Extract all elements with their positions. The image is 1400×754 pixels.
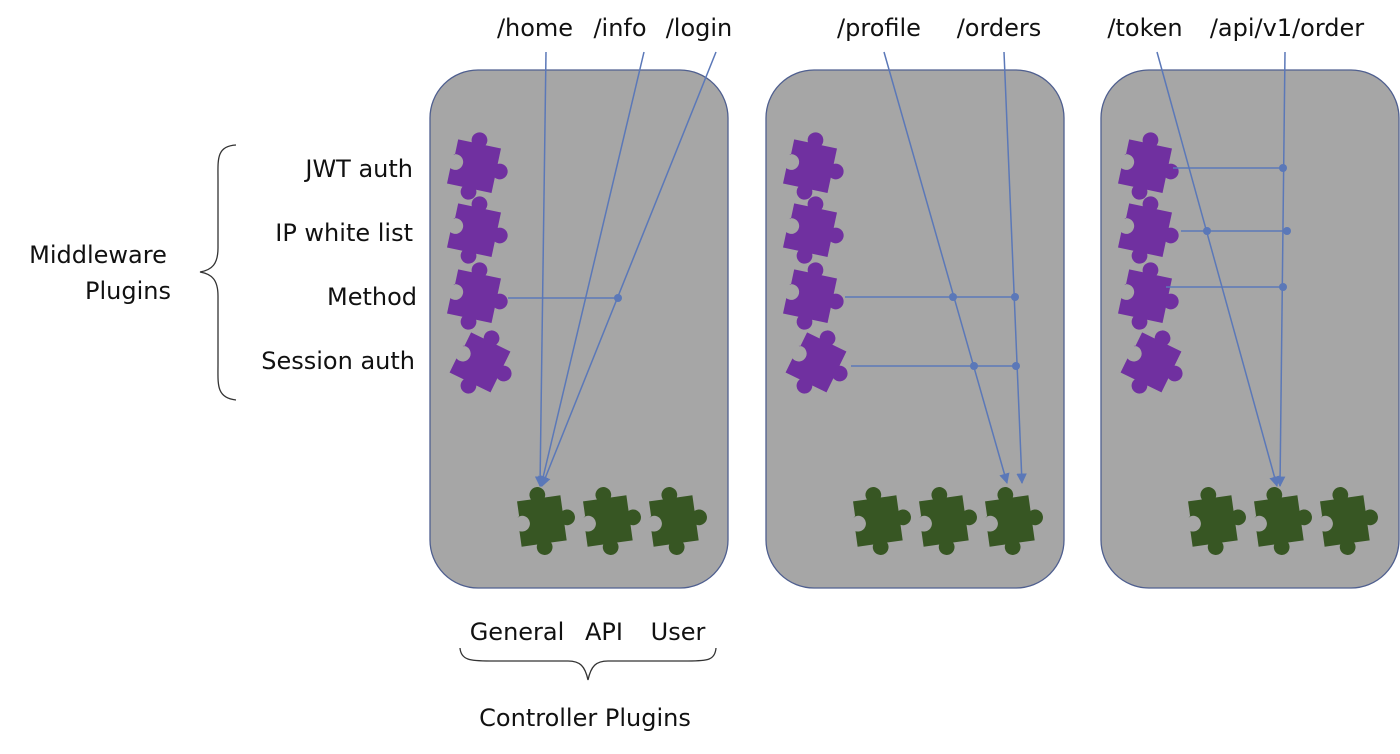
middleware-brace [199, 144, 237, 401]
ip-junction-dot-api-order [1283, 227, 1291, 235]
route-labels-panel-1: /home /info /login [497, 14, 732, 42]
ip-junction-dot-token [1203, 227, 1211, 235]
route-line-token [1156, 51, 1280, 488]
middleware-group-label: Middleware Plugins [29, 241, 171, 305]
route-label-api-v1-order: /api/v1/order [1210, 14, 1364, 42]
route-label-login: /login [666, 14, 733, 42]
route-line-api-v1-order [1274, 51, 1286, 488]
controller-group-label: Controller Plugins [479, 704, 691, 732]
middleware-label-ip-white-list: IP white list [275, 219, 413, 247]
service-panel-2: /profile /orders [765, 14, 1065, 589]
session-junction-dot-orders [1012, 362, 1020, 370]
middleware-label-jwt-auth: JWT auth [303, 155, 413, 183]
route-lines-panel-3 [1156, 51, 1291, 488]
service-panel-3: /token /api/v1/order [1100, 14, 1400, 589]
service-panel-2-background [765, 69, 1065, 589]
service-panel-3-background [1100, 69, 1400, 589]
service-panel-1: /home /info /login [429, 14, 732, 589]
route-line-info [538, 51, 645, 488]
middleware-label-line-1: Middleware [29, 241, 167, 269]
method-junction-dot-api-order [1279, 283, 1287, 291]
controller-group-labels: General API User [470, 618, 706, 646]
middleware-label-session-auth: Session auth [261, 347, 415, 375]
method-junction-dot-orders [1011, 293, 1019, 301]
route-label-profile: /profile [837, 14, 921, 42]
route-label-home: /home [497, 14, 573, 42]
controller-label-api: API [585, 618, 623, 646]
route-line-orders [1003, 51, 1027, 485]
controller-label-user: User [651, 618, 706, 646]
route-label-info: /info [593, 14, 646, 42]
session-junction-dot-profile [970, 362, 978, 370]
route-lines-panel-1 [508, 51, 717, 488]
route-line-home [534, 51, 547, 488]
controller-label-general: General [470, 618, 565, 646]
route-labels-panel-3: /token /api/v1/order [1107, 14, 1364, 42]
jwt-junction-dot-api-order [1279, 164, 1287, 172]
route-label-orders: /orders [957, 14, 1042, 42]
route-lines-panel-2 [845, 51, 1027, 485]
middleware-label-method: Method [327, 283, 417, 311]
middleware-label-line-2: Plugins [85, 277, 171, 305]
controller-brace [459, 647, 717, 681]
route-label-token: /token [1107, 14, 1182, 42]
method-junction-dot-panel-1 [614, 294, 622, 302]
route-line-profile [883, 51, 1010, 485]
route-labels-panel-2: /profile /orders [837, 14, 1041, 42]
middleware-row-labels: JWT auth IP white list Method Session au… [261, 155, 417, 375]
method-junction-dot-profile [949, 293, 957, 301]
route-line-login [540, 51, 717, 487]
